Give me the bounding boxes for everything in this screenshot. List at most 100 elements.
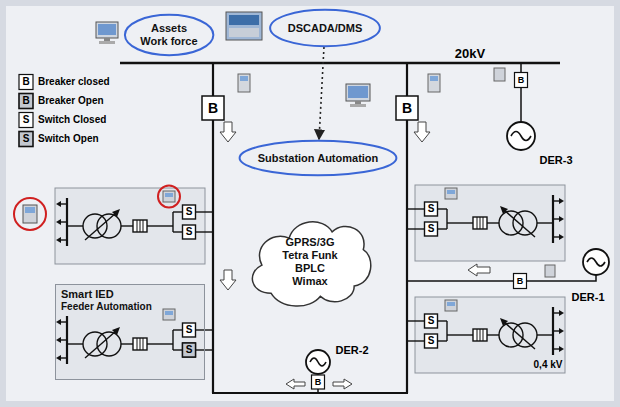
node-text-group: Substation Automation bbox=[258, 152, 379, 165]
generator-symbol bbox=[507, 122, 535, 150]
node-text-group: Smart IEDFeeder Automation bbox=[61, 288, 152, 313]
breaker-letter: B bbox=[402, 101, 412, 115]
breaker-letter: B bbox=[22, 96, 29, 106]
breaker-box bbox=[396, 96, 418, 120]
generator-wave bbox=[511, 132, 531, 141]
feeder-panel: Smart IEDFeeder Automation bbox=[55, 284, 205, 380]
node-text: Wimax bbox=[282, 275, 337, 288]
switch-letter: S bbox=[428, 204, 435, 214]
legend-item: Breaker closed bbox=[38, 77, 110, 87]
breaker-box bbox=[202, 96, 224, 120]
computer-base bbox=[350, 104, 366, 107]
legend-switch-closed bbox=[19, 113, 33, 128]
switch-letter: S bbox=[186, 325, 193, 335]
feeder bbox=[406, 120, 408, 393]
substation-symbol bbox=[56, 191, 213, 246]
substation-symbol bbox=[56, 309, 213, 364]
wire bbox=[317, 389, 319, 393]
mv-busbar bbox=[120, 62, 560, 65]
node-title: Assets Work force bbox=[136, 22, 201, 48]
control-room-photo bbox=[226, 12, 262, 40]
relay-icon bbox=[428, 74, 440, 92]
node-text-group: Assets Work force bbox=[136, 22, 201, 48]
system-ellipse: Substation Automation bbox=[238, 140, 398, 176]
legend-breaker-open bbox=[19, 94, 33, 109]
node-text: BPLC bbox=[282, 262, 337, 275]
network-cloud: GPRS/3GTetra FunkBPLCWimax bbox=[245, 210, 375, 314]
breaker-box bbox=[312, 375, 325, 389]
dotted-connector bbox=[319, 47, 324, 140]
switch-letter: S bbox=[428, 316, 435, 326]
computer-stand bbox=[104, 38, 110, 41]
flow-arrow bbox=[220, 270, 236, 290]
wire bbox=[520, 88, 522, 123]
substation-symbol bbox=[407, 300, 564, 355]
generator-wave bbox=[587, 258, 605, 266]
computer-screen bbox=[348, 86, 368, 98]
breaker-letter: B bbox=[518, 76, 525, 85]
highlight-circle bbox=[14, 198, 46, 230]
meter-screen bbox=[25, 207, 35, 213]
node-text: Feeder Automation bbox=[61, 301, 152, 313]
highlight-circle bbox=[158, 186, 180, 208]
flow-arrow bbox=[333, 379, 352, 389]
system-ellipse: Assets Work force bbox=[124, 14, 214, 56]
substation-symbol bbox=[407, 188, 564, 243]
flow-arrow bbox=[220, 122, 236, 142]
node-title: Smart IED bbox=[61, 288, 152, 301]
breaker-box bbox=[515, 73, 528, 88]
legend-text: Breaker Open bbox=[38, 95, 104, 106]
generator-symbol bbox=[306, 350, 330, 374]
relay-screen bbox=[240, 76, 248, 81]
computer-stand bbox=[355, 101, 361, 104]
legend-item: Breaker Open bbox=[38, 96, 104, 106]
legend-breaker-closed bbox=[19, 75, 33, 90]
legend-item: Switch Open bbox=[38, 134, 99, 144]
meter-icon bbox=[494, 68, 505, 81]
breaker-letter: B bbox=[22, 77, 29, 87]
legend-text: Switch Closed bbox=[38, 114, 106, 125]
flow-arrow bbox=[414, 122, 430, 142]
switch-letter: S bbox=[428, 336, 435, 346]
generator-symbol bbox=[583, 249, 609, 275]
ellipse-outline bbox=[240, 141, 397, 176]
node-text-group: GPRS/3GTetra FunkBPLCWimax bbox=[282, 236, 337, 288]
ellipse-outline bbox=[270, 10, 380, 46]
der-label: DER-3 bbox=[539, 155, 572, 166]
node-text-group: DSCADA/DMS bbox=[288, 22, 363, 35]
computer-icon bbox=[346, 84, 370, 101]
legend-item: Switch Closed bbox=[38, 115, 106, 125]
switch-letter: S bbox=[23, 134, 30, 144]
flow-arrow bbox=[286, 379, 305, 389]
node-text: Tetra Funk bbox=[282, 249, 337, 262]
switch-letter: S bbox=[428, 224, 435, 234]
computer-base bbox=[99, 41, 115, 44]
legend-text: Switch Open bbox=[38, 133, 99, 144]
wire bbox=[520, 63, 522, 73]
voltage-label: 0,4 kV bbox=[534, 360, 563, 370]
feeder bbox=[212, 120, 214, 393]
wire bbox=[527, 275, 597, 281]
slide-ground bbox=[6, 6, 614, 401]
breaker-letter: B bbox=[315, 378, 322, 387]
voltage-label: 20kV bbox=[455, 47, 485, 60]
feeder bbox=[212, 63, 214, 96]
relay-screen bbox=[430, 76, 438, 81]
open-switch-box bbox=[183, 343, 196, 357]
switch-letter: S bbox=[23, 115, 30, 125]
node-title: Substation Automation bbox=[258, 152, 379, 165]
photo-detail bbox=[229, 15, 259, 25]
generator-wave bbox=[310, 358, 326, 366]
wire bbox=[407, 280, 514, 282]
der-label: DER-2 bbox=[335, 345, 368, 356]
cloud-outline bbox=[252, 222, 370, 306]
der-label: DER-1 bbox=[571, 292, 604, 303]
switch-letter: S bbox=[186, 207, 193, 217]
breaker-box bbox=[514, 274, 527, 289]
breaker-letter: B bbox=[517, 277, 524, 286]
legend-switch-open bbox=[19, 132, 33, 147]
legend-text: Breaker closed bbox=[38, 76, 110, 87]
